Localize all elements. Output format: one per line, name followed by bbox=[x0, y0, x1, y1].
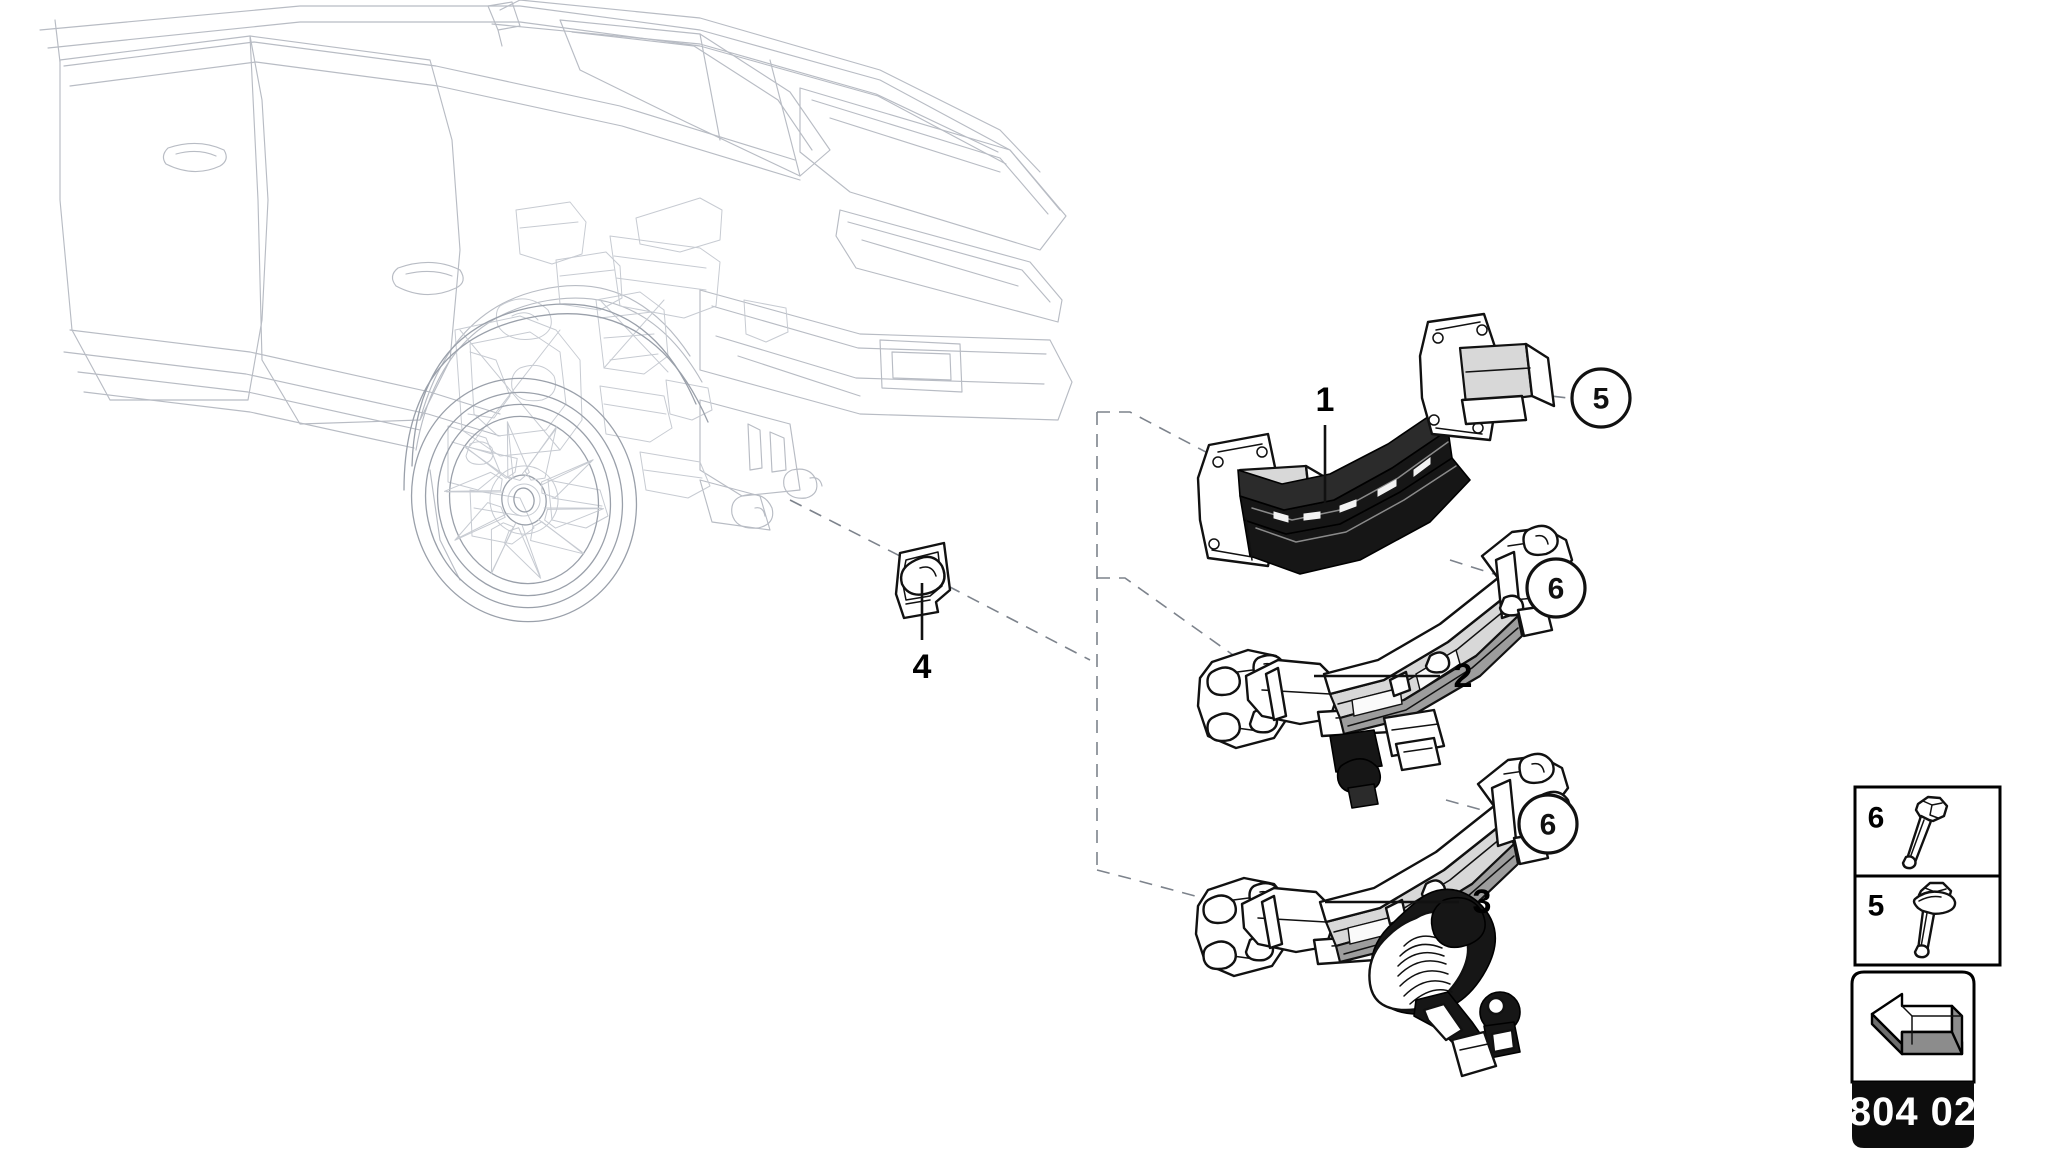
callout-bolt-6-lower[interactable]: 6 bbox=[1517, 793, 1579, 855]
callout-bolt-5[interactable]: 5 bbox=[1570, 367, 1632, 429]
hex-flange-bolt-long-icon bbox=[1901, 795, 1949, 870]
part-1-beam bbox=[1237, 405, 1471, 575]
callout-6-lower-text: 6 bbox=[1540, 809, 1557, 842]
direction-arrow-3d-icon bbox=[1870, 992, 1964, 1056]
callout-6-upper-text: 6 bbox=[1548, 573, 1565, 606]
legend-row-5-label: 5 bbox=[1868, 890, 1885, 923]
label-1-group: 1 bbox=[1316, 381, 1335, 503]
leader-callout-6-lower bbox=[1445, 799, 1519, 821]
part-3-ball-assembly bbox=[1368, 888, 1521, 1078]
part-3-main-tube bbox=[1318, 804, 1520, 964]
part-1-right-bracket bbox=[1418, 312, 1556, 442]
legend-row-6-label: 6 bbox=[1868, 802, 1885, 835]
part-2-main-tube bbox=[1322, 576, 1524, 736]
label-3-group: 3 bbox=[1325, 883, 1491, 921]
callout-6-upper-circle[interactable] bbox=[1525, 557, 1587, 619]
callout-5-text: 5 bbox=[1593, 383, 1610, 416]
legend-row-5[interactable]: 5 bbox=[1868, 881, 1957, 959]
label-1-text: 1 bbox=[1316, 381, 1335, 419]
label-2-group: 2 bbox=[1314, 657, 1472, 695]
hex-flange-bolt-short-icon bbox=[1912, 881, 1957, 959]
label-4-text: 4 bbox=[913, 648, 932, 686]
label-2-text: 2 bbox=[1454, 657, 1473, 695]
badge-number-text: 804 02 bbox=[1849, 1090, 1977, 1134]
label-3-text: 3 bbox=[1473, 883, 1492, 921]
legend-row-6[interactable]: 6 bbox=[1868, 795, 1949, 870]
leader-to-part-1 bbox=[1097, 411, 1241, 471]
leader-to-part-2 bbox=[1097, 577, 1241, 661]
leader-cap-to-spine bbox=[947, 585, 1091, 661]
callout-6-lower-circle[interactable] bbox=[1517, 793, 1579, 855]
label-4-group: 4 bbox=[913, 583, 932, 686]
callout-5-circle[interactable] bbox=[1570, 367, 1632, 429]
callout-bolt-6-upper[interactable]: 6 bbox=[1525, 557, 1587, 619]
part-2-ball-mount bbox=[1329, 708, 1446, 809]
leader-to-part-3 bbox=[1096, 869, 1241, 909]
